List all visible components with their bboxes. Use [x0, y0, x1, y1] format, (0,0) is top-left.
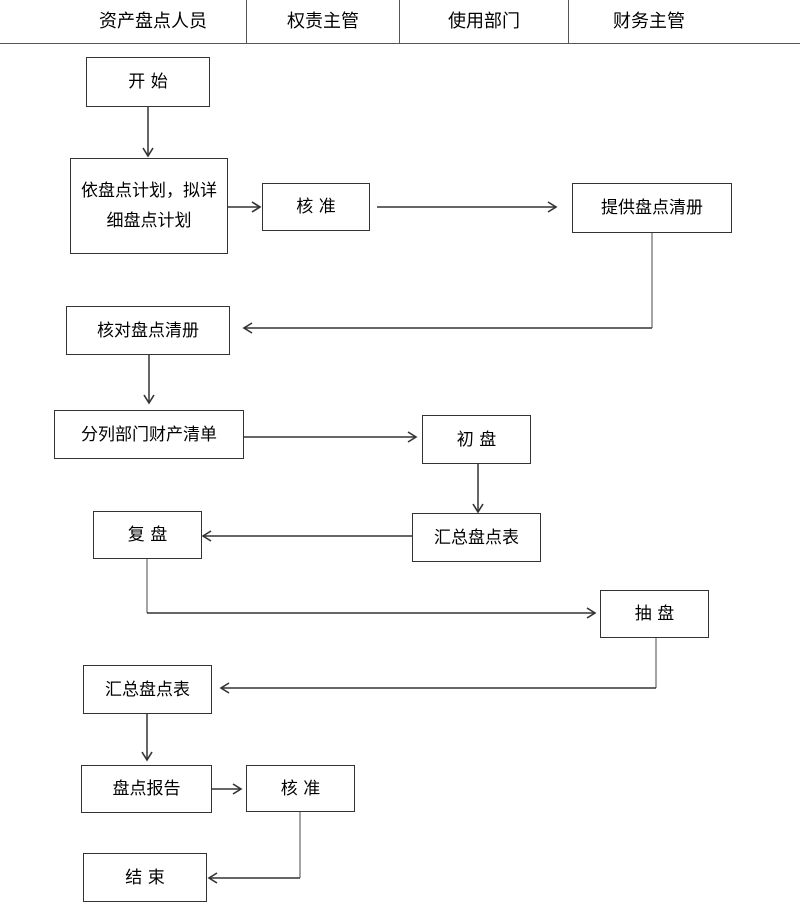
node-recount: 复 盘	[93, 511, 202, 559]
node-check-count-list: 核对盘点清册	[66, 306, 230, 355]
lane-divider	[246, 0, 247, 43]
node-provide-count-list: 提供盘点清册	[572, 183, 732, 233]
swimlane-header: 资产盘点人员 权责主管 使用部门 财务主管	[0, 0, 800, 44]
node-count-report: 盘点报告	[81, 765, 212, 813]
node-start: 开 始	[86, 57, 210, 107]
lane-using-department: 使用部门	[448, 11, 520, 32]
lane-divider	[399, 0, 400, 43]
node-count-summary-1: 汇总盘点表	[412, 513, 541, 562]
node-draft-detailed-plan: 依盘点计划，拟详细盘点计划	[70, 158, 228, 254]
lane-asset-counter: 资产盘点人员	[99, 11, 207, 32]
node-count-summary-2: 汇总盘点表	[83, 665, 212, 714]
node-department-asset-list: 分列部门财产清单	[54, 410, 244, 459]
lane-supervisor: 权责主管	[287, 11, 359, 32]
node-initial-count: 初 盘	[422, 415, 531, 464]
node-spot-check: 抽 盘	[600, 590, 709, 638]
node-end: 结 束	[83, 853, 207, 902]
node-approve-plan: 核 准	[262, 183, 370, 231]
lane-finance-supervisor: 财务主管	[613, 11, 685, 32]
lane-divider	[568, 0, 569, 43]
node-approve-report: 核 准	[246, 765, 355, 812]
